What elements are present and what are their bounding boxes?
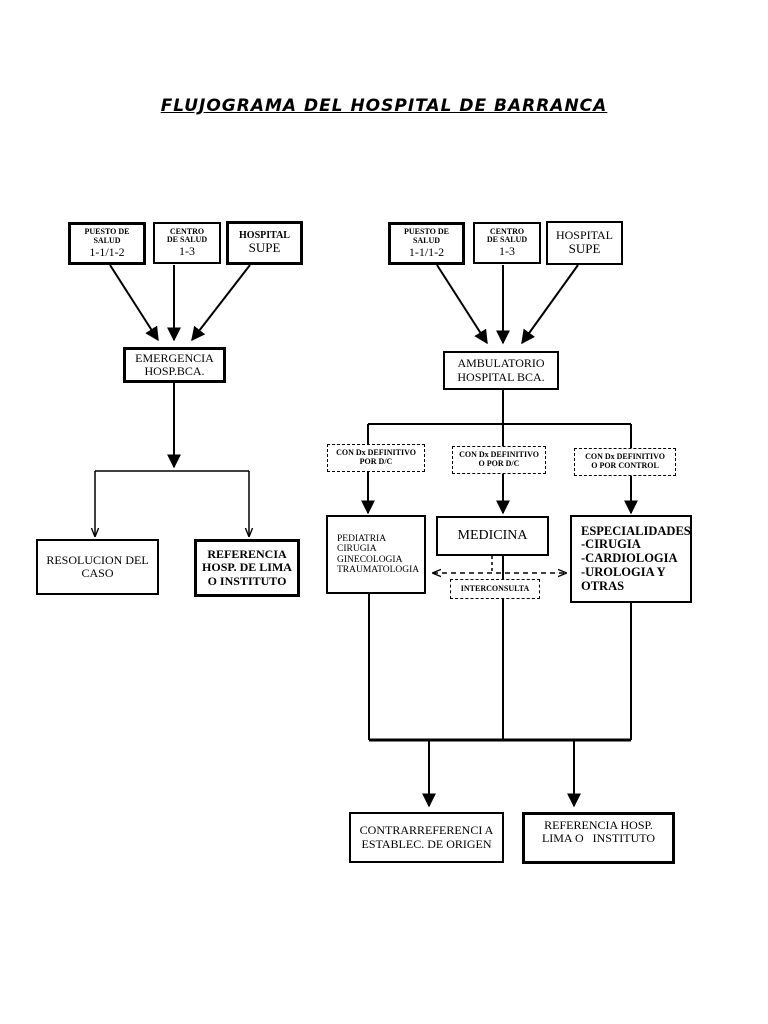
service-box-medicina: MEDICINA: [436, 516, 549, 556]
right-source-hospital: HOSPITAL SUPE: [546, 221, 623, 265]
left-outcome-resolucion: RESOLUCION DEL CASO: [36, 539, 159, 595]
arrow-right-hospital: [521, 264, 579, 345]
condition-box-3: CON Dx DEFINITIVO O POR CONTROL: [574, 448, 676, 476]
interconsulta-label: INTERCONSULTA: [450, 579, 540, 599]
service-box-especialidades: ESPECIALIDADES -CIRUGIA -CARDIOLOGIA -UR…: [570, 515, 692, 603]
left-source-centro: CENTRO DE SALUD 1-3: [153, 222, 221, 264]
arrow-left-puesto: [109, 264, 159, 342]
page-title: FLUJOGRAMA DEL HOSPITAL DE BARRANCA: [160, 96, 608, 116]
right-hub-ambulatorio: AMBULATORIO HOSPITAL BCA.: [443, 351, 559, 390]
right-source-centro: CENTRO DE SALUD 1-3: [473, 222, 541, 264]
final-box-referencia: REFERENCIA HOSP. LIMA O INSTITUTO: [522, 812, 675, 864]
final-box-contrarreferencia: CONTRARREFERENCI A ESTABLEC. DE ORIGEN: [349, 812, 504, 863]
left-hub-emergencia: EMERGENCIA HOSP.BCA.: [123, 347, 226, 383]
left-source-hospital: HOSPITAL SUPE: [226, 221, 303, 265]
service-box-pediatria: PEDIATRIA CIRUGIA GINECOLOGIA TRAUMATOLO…: [326, 515, 426, 594]
arrow-left-hospital: [191, 264, 251, 342]
left-source-puesto: PUESTO DE SALUD 1-1/1-2: [68, 222, 146, 265]
arrow-right-puesto: [436, 264, 488, 345]
condition-box-2: CON Dx DEFINITIVO O POR D/C: [452, 446, 546, 474]
left-outcome-referencia: REFERENCIA HOSP. DE LIMA O INSTITUTO: [194, 539, 300, 597]
right-source-puesto: PUESTO DE SALUD 1-1/1-2: [388, 222, 465, 265]
condition-box-1: CON Dx DEFINITIVO POR D/C: [327, 444, 425, 472]
